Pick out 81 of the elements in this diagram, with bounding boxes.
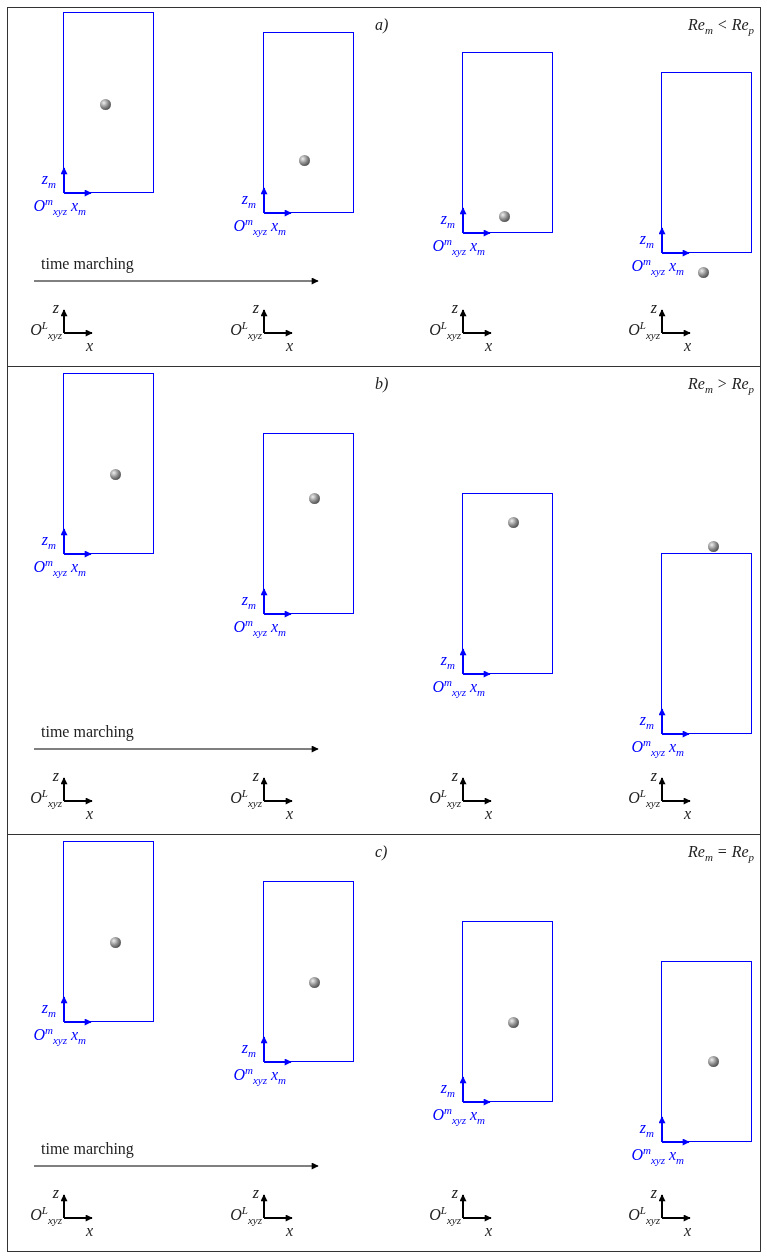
axis-label: z$_{m}$ xyxy=(639,712,654,728)
axis-label: x$_{m}$ xyxy=(470,238,486,254)
particle-sphere xyxy=(308,492,320,504)
panel-frame xyxy=(7,834,761,1252)
particle-sphere xyxy=(507,1016,519,1028)
frame-box xyxy=(63,12,154,193)
axis-label: x$_{m}$ xyxy=(470,679,486,695)
axis-label: x xyxy=(684,338,692,354)
axis-label: x xyxy=(86,1223,94,1239)
axis-label: z xyxy=(451,1185,458,1201)
panel-label: b) xyxy=(375,376,389,392)
frame-box xyxy=(661,72,752,253)
particle-sphere xyxy=(507,516,519,528)
axis-label: z xyxy=(650,768,657,784)
particle-sphere xyxy=(707,1055,719,1067)
frame-box xyxy=(263,433,354,614)
axis-label: x$_{m}$ xyxy=(271,619,287,635)
axis-label: z$_{m}$ xyxy=(241,592,256,608)
axis-label: z xyxy=(52,300,59,316)
frame-box xyxy=(63,373,154,554)
frame-box xyxy=(462,52,553,233)
particle-sphere xyxy=(99,98,111,110)
frame-box xyxy=(661,961,752,1142)
axis-label: x xyxy=(485,1223,493,1239)
axis-label: x xyxy=(286,1223,294,1239)
axis-label: x xyxy=(86,806,94,822)
time-label: time marching xyxy=(41,724,134,740)
frame-box xyxy=(661,553,752,734)
frame-box xyxy=(63,841,154,1022)
panel-label: c) xyxy=(375,844,388,860)
particle-sphere xyxy=(308,976,320,988)
axis-label: z$_{m}$ xyxy=(241,191,256,207)
axis-label: z$_{m}$ xyxy=(440,652,455,668)
frame-box xyxy=(462,921,553,1102)
axis-label: x$_{m}$ xyxy=(71,1027,87,1043)
axis-label: z xyxy=(451,300,458,316)
axis-label: x$_{m}$ xyxy=(71,559,87,575)
axis-label: z xyxy=(52,1185,59,1201)
axis-label: x xyxy=(86,338,94,354)
axis-label: z xyxy=(252,1185,259,1201)
particle-sphere xyxy=(707,540,719,552)
axis-label: x$_{m}$ xyxy=(271,218,287,234)
axis-label: x xyxy=(485,806,493,822)
axis-label: x xyxy=(286,338,294,354)
axis-label: x$_{m}$ xyxy=(669,258,685,274)
panel-frame xyxy=(7,7,761,367)
axis-label: x$_{m}$ xyxy=(669,1147,685,1163)
axis-label: x xyxy=(485,338,493,354)
axis-label: z$_{m}$ xyxy=(639,231,654,247)
axis-label: x xyxy=(286,806,294,822)
particle-sphere xyxy=(498,210,510,222)
axis-label: z$_{m}$ xyxy=(440,211,455,227)
axis-label: x xyxy=(684,806,692,822)
axis-label: z$_{m}$ xyxy=(440,1080,455,1096)
axis-label: z$_{m}$ xyxy=(639,1120,654,1136)
particle-sphere xyxy=(697,266,709,278)
axis-label: z xyxy=(52,768,59,784)
axis-label: z$_{m}$ xyxy=(41,171,56,187)
axis-label: x$_{m}$ xyxy=(470,1107,486,1123)
axis-label: x$_{m}$ xyxy=(71,198,87,214)
frame-box xyxy=(263,881,354,1062)
axis-label: z$_{m}$ xyxy=(41,532,56,548)
axis-label: x$_{m}$ xyxy=(669,739,685,755)
axis-label: z$_{m}$ xyxy=(41,1000,56,1016)
particle-sphere xyxy=(109,468,121,480)
axis-label: x xyxy=(684,1223,692,1239)
axis-label: z xyxy=(252,300,259,316)
axis-label: z xyxy=(650,300,657,316)
axis-label: z$_{m}$ xyxy=(241,1040,256,1056)
time-label: time marching xyxy=(41,256,134,272)
panel-label: a) xyxy=(375,17,389,33)
time-label: time marching xyxy=(41,1141,134,1157)
frame-box xyxy=(462,493,553,674)
axis-label: x$_{m}$ xyxy=(271,1067,287,1083)
axis-label: z xyxy=(252,768,259,784)
particle-sphere xyxy=(298,154,310,166)
frame-box xyxy=(263,32,354,213)
particle-sphere xyxy=(109,936,121,948)
axis-label: z xyxy=(451,768,458,784)
panel-frame xyxy=(7,366,761,835)
axis-label: z xyxy=(650,1185,657,1201)
